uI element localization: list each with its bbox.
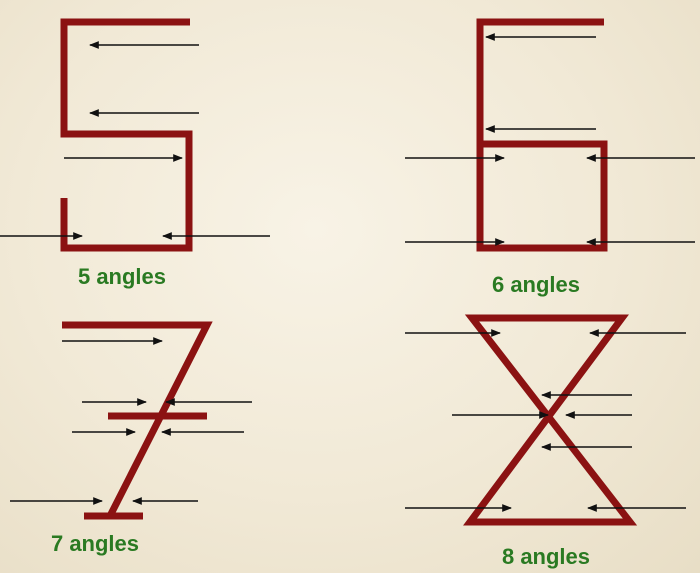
panel-six: 6 angles xyxy=(405,18,695,297)
digit-eight-shape xyxy=(463,314,638,526)
angle-arrows-seven xyxy=(10,337,252,505)
angle-arrows-eight xyxy=(405,329,686,512)
digit-seven-shape xyxy=(62,321,213,520)
digit-six-shape xyxy=(476,18,608,252)
angle-arrows-five xyxy=(0,41,270,240)
panel-eight: 8 angles xyxy=(405,314,686,569)
caption-five: 5 angles xyxy=(78,264,166,289)
caption-six: 6 angles xyxy=(492,272,580,297)
caption-eight: 8 angles xyxy=(502,544,590,569)
angle-arrows-six xyxy=(405,33,695,246)
digit-five-shape xyxy=(60,18,193,252)
panel-seven: 7 angles xyxy=(10,321,252,556)
caption-seven: 7 angles xyxy=(51,531,139,556)
panel-five: 5 angles xyxy=(0,18,270,289)
